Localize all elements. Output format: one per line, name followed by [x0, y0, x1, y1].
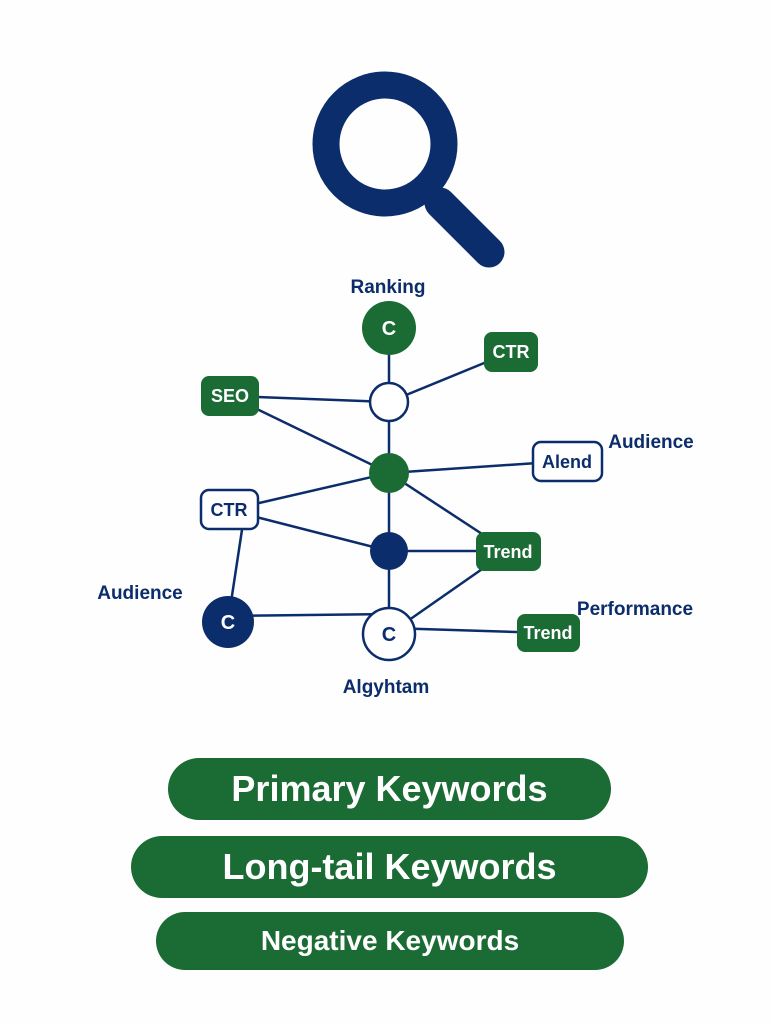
svg-text:CTR: CTR — [493, 342, 530, 362]
primary-keywords-button[interactable]: Primary Keywords — [168, 758, 611, 820]
box-trend-bottom: Trend — [517, 614, 580, 652]
long-tail-keywords-button[interactable]: Long-tail Keywords — [131, 836, 648, 898]
label-ranking: Ranking — [351, 277, 426, 298]
svg-text:Alend: Alend — [542, 452, 592, 472]
svg-text:SEO: SEO — [211, 386, 249, 406]
node-algyhtam: C — [361, 606, 417, 662]
node-hub-green — [369, 453, 409, 493]
svg-text:Trend: Trend — [523, 623, 572, 643]
box-ctr-top: CTR — [484, 332, 538, 372]
svg-text:Trend: Trend — [483, 542, 532, 562]
node-ranking: C — [362, 301, 416, 355]
label-algyhtam: Algyhtam — [343, 677, 430, 698]
box-alend: Alend — [531, 440, 604, 483]
magnifier-icon — [312, 71, 505, 268]
box-trend-mid: Trend — [476, 532, 541, 571]
refresh-c-icon: C — [221, 612, 235, 634]
label-audience-right: Audience — [608, 432, 694, 453]
refresh-c-icon: C — [382, 624, 396, 646]
node-hub-white — [368, 381, 410, 423]
svg-text:CTR: CTR — [211, 500, 248, 520]
box-ctr-left: CTR — [199, 488, 260, 531]
node-hub-navy — [370, 532, 408, 570]
refresh-c-icon: C — [382, 318, 396, 340]
negative-keywords-button[interactable]: Negative Keywords — [156, 912, 624, 970]
box-seo: SEO — [201, 376, 259, 416]
label-performance: Performance — [577, 599, 693, 620]
label-audience-left: Audience — [97, 583, 183, 604]
edge — [227, 612, 390, 618]
node-audience: C — [202, 596, 254, 648]
